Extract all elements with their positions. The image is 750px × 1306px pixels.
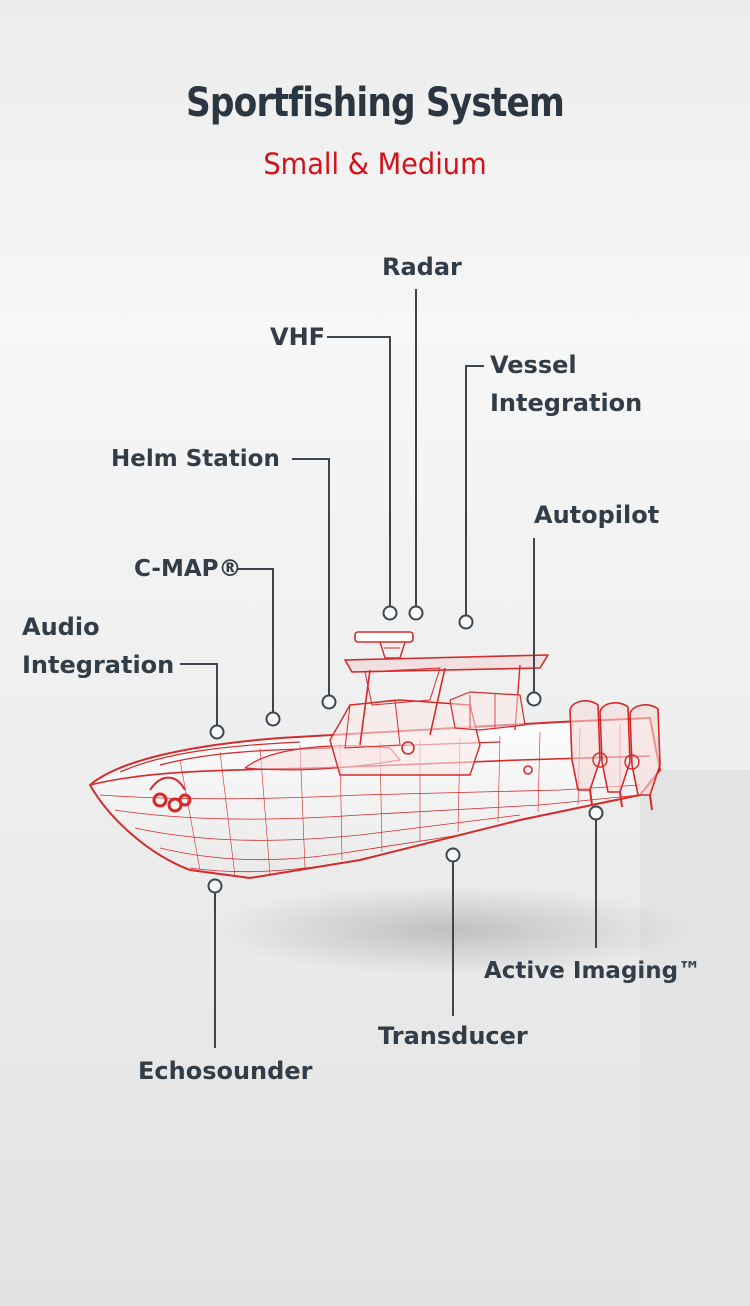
radar-label: Radar	[382, 248, 462, 286]
cmap-label: C-MAP®	[134, 550, 242, 588]
vhf-leader	[327, 337, 390, 606]
vessel-integration-label-line2: Integration	[490, 384, 642, 422]
transducer-point	[447, 849, 460, 862]
cmap-point	[267, 713, 280, 726]
cmap-leader	[238, 569, 273, 712]
helm-station-label: Helm Station	[111, 440, 280, 478]
vessel-integration-label-line1: Vessel	[490, 346, 577, 384]
vessel-integration-point	[460, 616, 473, 629]
floor-panel	[640, 770, 750, 1306]
vessel-integration-leader	[466, 366, 484, 615]
vhf-point	[384, 607, 397, 620]
active-imaging-point	[590, 807, 603, 820]
active-imaging-label: Active Imaging™	[484, 952, 701, 990]
transducer-label: Transducer	[378, 1017, 528, 1055]
audio-integration-leader	[180, 664, 217, 725]
audio-integration-label-line1: Audio	[22, 608, 100, 646]
audio-integration-point	[211, 726, 224, 739]
echosounder-point	[209, 880, 222, 893]
radar-point	[410, 607, 423, 620]
autopilot-label: Autopilot	[534, 496, 659, 534]
echosounder-label: Echosounder	[138, 1052, 312, 1090]
boat-wireframe	[90, 632, 660, 878]
autopilot-point	[528, 693, 541, 706]
vhf-label: VHF	[270, 318, 325, 356]
audio-integration-label-line2: Integration	[22, 646, 174, 684]
helm-station-leader	[292, 459, 329, 695]
helm-station-point	[323, 696, 336, 709]
